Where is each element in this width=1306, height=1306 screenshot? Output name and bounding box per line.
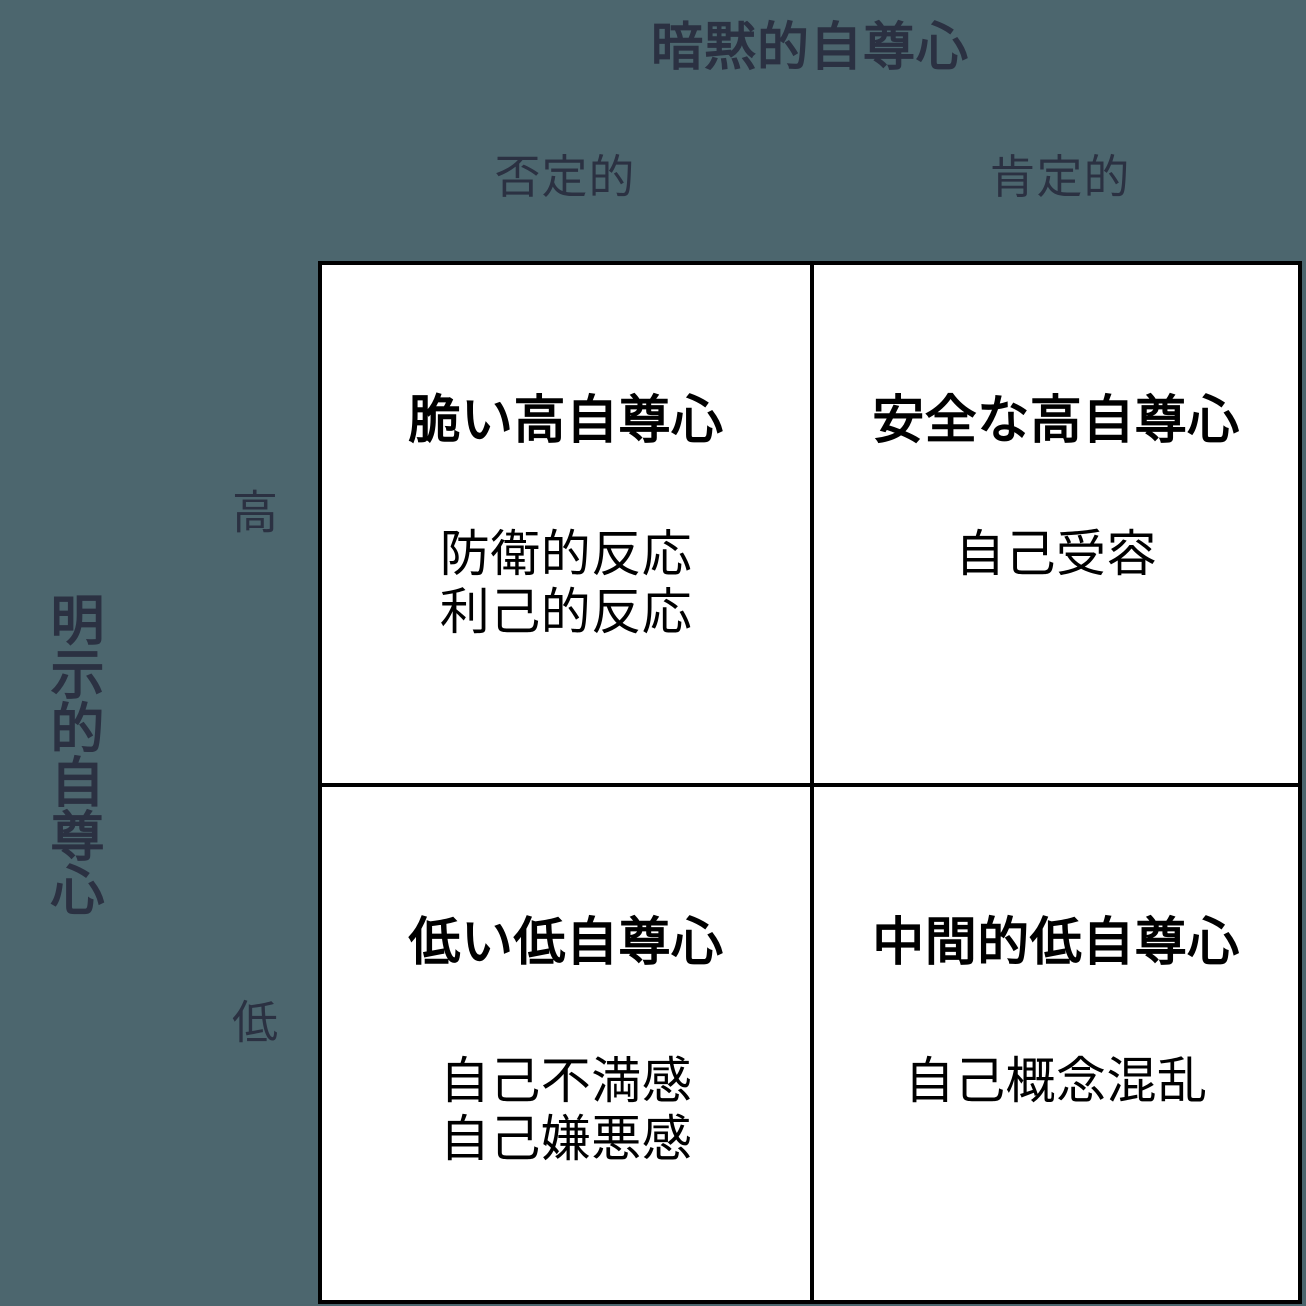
quadrant-body-line: 自己概念混乱	[904, 1051, 1208, 1110]
quadrant-low-positive: 中間的低自尊心 自己概念混乱	[810, 782, 1298, 1300]
quadrant-body-line: 自己嫌悪感	[439, 1109, 693, 1168]
row-label-low: 低	[225, 998, 279, 1044]
quadrant-body-line: 自己受容	[955, 525, 1157, 583]
quadrant-high-negative: 脆い高自尊心 防衛的反応 利己的反応	[322, 265, 810, 783]
quadrant-body-line: 防衛的反応	[439, 525, 693, 583]
quadrant-title: 低い低自尊心	[408, 912, 724, 973]
row-axis-title: 明示的自尊心	[41, 592, 104, 916]
quadrant-high-positive: 安全な高自尊心 自己受容	[810, 265, 1298, 783]
column-header-negative: 否定的	[494, 150, 636, 204]
quadrant-title: 中間的低自尊心	[872, 912, 1240, 973]
matrix-grid: 脆い高自尊心 防衛的反応 利己的反応 安全な高自尊心 自己受容 低い低自尊心 自…	[318, 261, 1302, 1304]
quadrant-body-line: 利己的反応	[439, 583, 693, 641]
quadrant-body: 自己不満感 自己嫌悪感	[322, 1052, 810, 1168]
row-label-high: 高	[225, 488, 279, 534]
quadrant-body: 自己受容	[814, 525, 1298, 583]
quadrant-title: 安全な高自尊心	[872, 391, 1240, 451]
quadrant-body: 防衛的反応 利己的反応	[322, 525, 810, 641]
column-header-positive: 肯定的	[989, 150, 1131, 204]
quadrant-low-negative: 低い低自尊心 自己不満感 自己嫌悪感	[322, 782, 810, 1301]
quadrant-body-line: 自己不満感	[439, 1051, 693, 1110]
quadrant-body: 自己概念混乱	[814, 1052, 1298, 1110]
column-axis-title: 暗黙的自尊心	[650, 18, 969, 78]
quadrant-title: 脆い高自尊心	[408, 391, 724, 451]
